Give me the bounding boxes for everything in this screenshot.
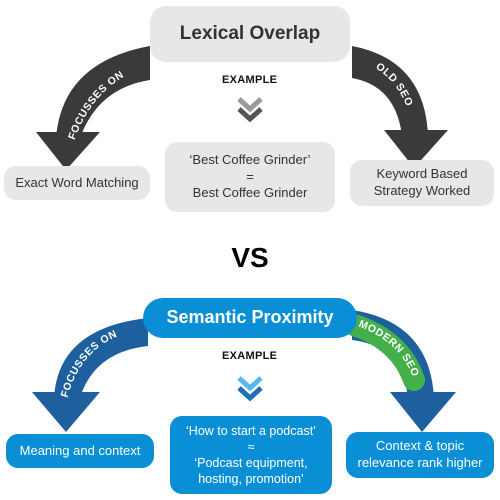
lexical-overlap-title-text: Lexical Overlap: [179, 22, 321, 44]
podcast-line-3: ‘Podcast equipment,: [194, 456, 308, 470]
podcast-line-4: hosting, promotion’: [198, 472, 304, 487]
semantic-proximity-title-text: Semantic Proximity: [166, 307, 334, 328]
versus-text: VS: [231, 241, 269, 273]
exact-word-matching-box: Exact Word Matching: [4, 166, 150, 200]
meaning-context-box: Meaning and context: [6, 434, 154, 468]
semantic-left-arrow: [32, 318, 148, 432]
podcast-example-box: ‘How to start a podcast’ ≈ ‘Podcast equi…: [170, 416, 332, 494]
keyword-line-1: Keyword Based: [376, 166, 468, 182]
context-line-1: Context & topic: [375, 438, 465, 454]
podcast-line-2: ≈: [247, 439, 255, 454]
modern-seo-badge: [343, 314, 425, 391]
semantic-example-label: EXAMPLE: [222, 350, 278, 362]
context-relevance-box: Context & topic relevance rank higher: [346, 432, 494, 478]
double-chevron-down-blue-icon: [237, 376, 263, 402]
coffee-grinder-example-box: ‘Best Coffee Grinder’ = Best Coffee Grin…: [165, 142, 335, 212]
semantic-proximity-title: Semantic Proximity: [143, 298, 357, 338]
podcast-line-1: ‘How to start a podcast’: [186, 423, 316, 438]
exact-word-matching-text: Exact Word Matching: [15, 174, 139, 190]
meaning-context-text: Meaning and context: [19, 442, 141, 458]
lexical-overlap-title: Lexical Overlap: [150, 6, 350, 62]
versus-label: VS: [220, 238, 280, 278]
keyword-line-2: Strategy Worked: [373, 183, 471, 198]
lexical-right-arrow: [352, 46, 448, 168]
lexical-left-arrow: [36, 46, 150, 170]
lexical-example-label: EXAMPLE: [222, 74, 278, 86]
keyword-strategy-box: Keyword Based Strategy Worked: [350, 160, 494, 206]
example-line-1: ‘Best Coffee Grinder’: [189, 151, 311, 167]
example-line-3: Best Coffee Grinder: [192, 185, 308, 201]
double-chevron-down-icon: [237, 97, 263, 123]
example-line-2: =: [246, 168, 254, 184]
context-line-2: relevance rank higher: [357, 455, 483, 470]
